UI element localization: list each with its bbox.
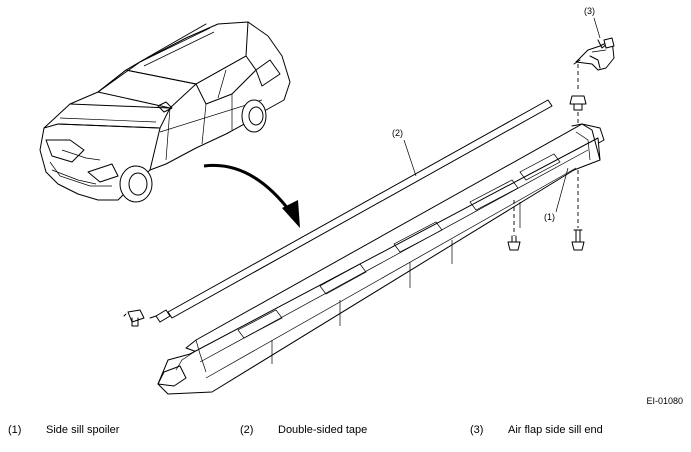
legend-item-air-flap-side-sill-end: (3) Air flap side sill end [470,424,603,436]
clip-middle [507,200,521,251]
leader-line-part3 [593,17,601,39]
callout-part1: (1) [544,212,555,222]
side-sill-spoiler [157,123,605,395]
callout-part2: (2) [392,128,403,138]
leader-line-part2 [403,139,417,177]
double-sided-tape [149,99,553,323]
legend-label: Side sill spoiler [46,424,120,436]
parts-legend: (1) Side sill spoiler (2) Double-sided tap… [0,424,691,440]
air-flap-side-sill-end [573,37,615,71]
leader-line-part1 [555,167,569,213]
grommet-upper [569,64,587,124]
legend-number: (3) [470,424,484,436]
vehicle-illustration [39,21,291,203]
clip-front [123,309,145,327]
legend-item-double-sided-tape: (2) Double-sided tape [240,424,367,436]
clip-rear [571,170,585,251]
callout-part3: (3) [584,6,595,16]
legend-label: Air flap side sill end [508,424,603,436]
direction-arrow [203,163,300,228]
legend-number: (1) [8,424,22,436]
legend-number: (2) [240,424,254,436]
legend-label: Double-sided tape [278,424,368,436]
figure-code: EI-01080 [646,396,683,406]
legend-item-side-sill-spoiler: (1) Side sill spoiler [8,424,119,436]
